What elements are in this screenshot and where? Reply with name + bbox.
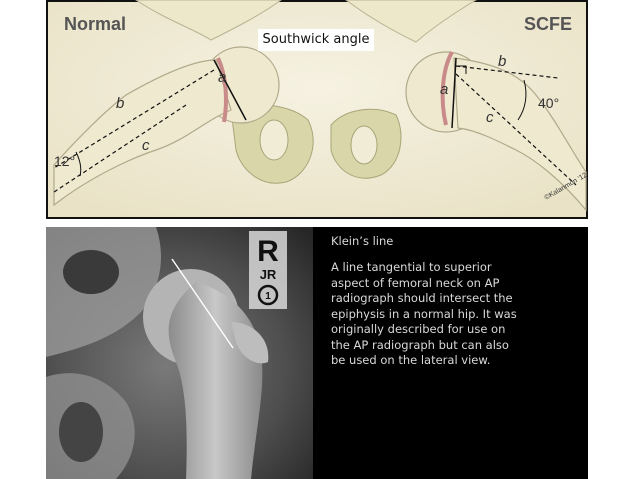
description-line: A line tangential to superior: [331, 260, 492, 274]
description-line: epiphysis in a normal hip. It was: [331, 306, 517, 321]
klein-line-radiograph: R JR 1: [46, 227, 313, 479]
side-marker: R JR 1: [249, 231, 287, 309]
normal-angle-label: 12°: [54, 153, 75, 169]
physis-scfe: [440, 51, 454, 126]
klein-line-title: Klein’s line: [331, 234, 394, 248]
description-line: originally described for use on: [331, 322, 506, 336]
scfe-angle-label: 40°: [538, 95, 559, 111]
normal-line-c-label: c: [142, 137, 150, 154]
scfe-line-b-label: b: [498, 53, 506, 70]
scfe-line-a-label: a: [440, 81, 448, 98]
description-line: be used on the lateral view.: [331, 353, 491, 367]
marker-initials: JR: [260, 267, 277, 282]
scfe-title: SCFE: [524, 14, 572, 34]
southwick-angle-caption: Southwick angle: [258, 29, 374, 51]
description-line: radiograph should intersect the: [331, 291, 513, 305]
normal-hip-drawing: [53, 0, 314, 207]
physis-normal: [216, 57, 228, 123]
normal-line-b-label: b: [116, 95, 124, 112]
normal-title: Normal: [64, 14, 126, 34]
scfe-hip-drawing: [330, 0, 587, 212]
klein-line: [171, 258, 234, 349]
description-line: aspect of femoral neck on AP: [331, 275, 500, 290]
marker-circle-number: 1: [265, 291, 271, 302]
normal-line-a-label: a: [218, 69, 226, 86]
marker-letter: R: [257, 235, 279, 268]
description-line: the AP radiograph but can also: [331, 337, 509, 352]
klein-line-description: A line tangential to superior aspect of …: [331, 260, 546, 369]
klein-line-description-panel: Klein’s line A line tangential to superi…: [313, 227, 588, 479]
scfe-line-c-label: c: [486, 109, 494, 126]
